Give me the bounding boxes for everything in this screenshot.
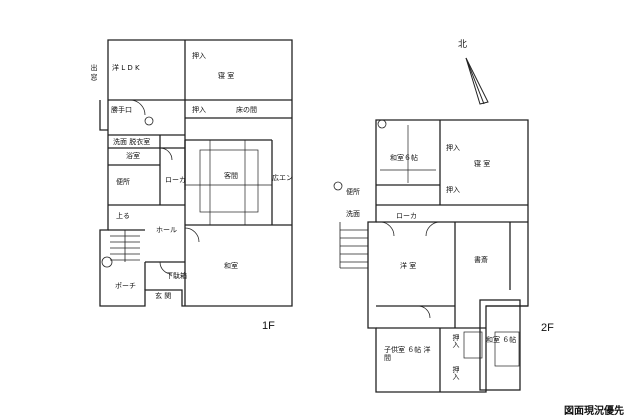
room-bedroom-1f: 寝 室 [218,72,235,80]
room-bedroom-2f: 寝 室 [474,160,491,168]
guest-room-label: 客間 [224,172,238,180]
corridor-2f-label: ローカ [396,212,417,220]
closet-2f-a: 押入 [446,144,460,152]
kitchen-door-label: 勝手口 [111,106,132,114]
floor1-walls [99,39,293,307]
washroom-2f-label: 洗面 [346,210,360,218]
closet-2f-c: 押入 [452,334,460,348]
western-room-2f: 洋 室 [400,262,417,270]
hall-label: ホール [156,226,177,234]
north-label: 北 [458,40,468,50]
entrance-label: 玄 関 [155,292,172,300]
floor-label-2f: 2F [541,322,554,334]
study-2f: 書斎 [474,256,488,264]
north-arrow [465,57,489,105]
toilet-2f-label: 便所 [346,188,360,196]
toilet-1f-label: 便所 [116,178,130,186]
washroom-label: 洗面 脱衣室 [113,138,151,146]
bathroom-label: 浴室 [126,152,140,160]
corridor-1f-label: ローカ [165,176,186,184]
bay-window-label: 出 窓 [90,64,98,81]
closet-1f-b: 押入 [192,106,206,114]
caption: 図面現況優先 [564,406,624,417]
porch-label: ポーチ [115,282,136,290]
closet-2f-d: 押入 [452,366,460,380]
tokonoma-label: 床の間 [236,106,257,114]
veranda-label: 広エン [272,174,293,182]
closet-1f-a: 押入 [192,52,206,60]
floor-label-1f: 1F [262,320,275,332]
room-1f-front: 和室 [224,262,238,270]
room-japanese-2f: 和室６帖 [390,154,418,162]
floor2-walls [333,119,529,393]
child-room-2f: 子供室 ６帖 洋間 [384,346,431,362]
shoe-box-label: 下駄箱 [166,272,187,280]
japanese-room-2f-b: 和室 ６帖 [486,336,517,344]
room-ldk: 洋 L D K [112,64,140,72]
closet-2f-b: 押入 [446,186,460,194]
stairs-up-label: 上る [116,212,130,220]
